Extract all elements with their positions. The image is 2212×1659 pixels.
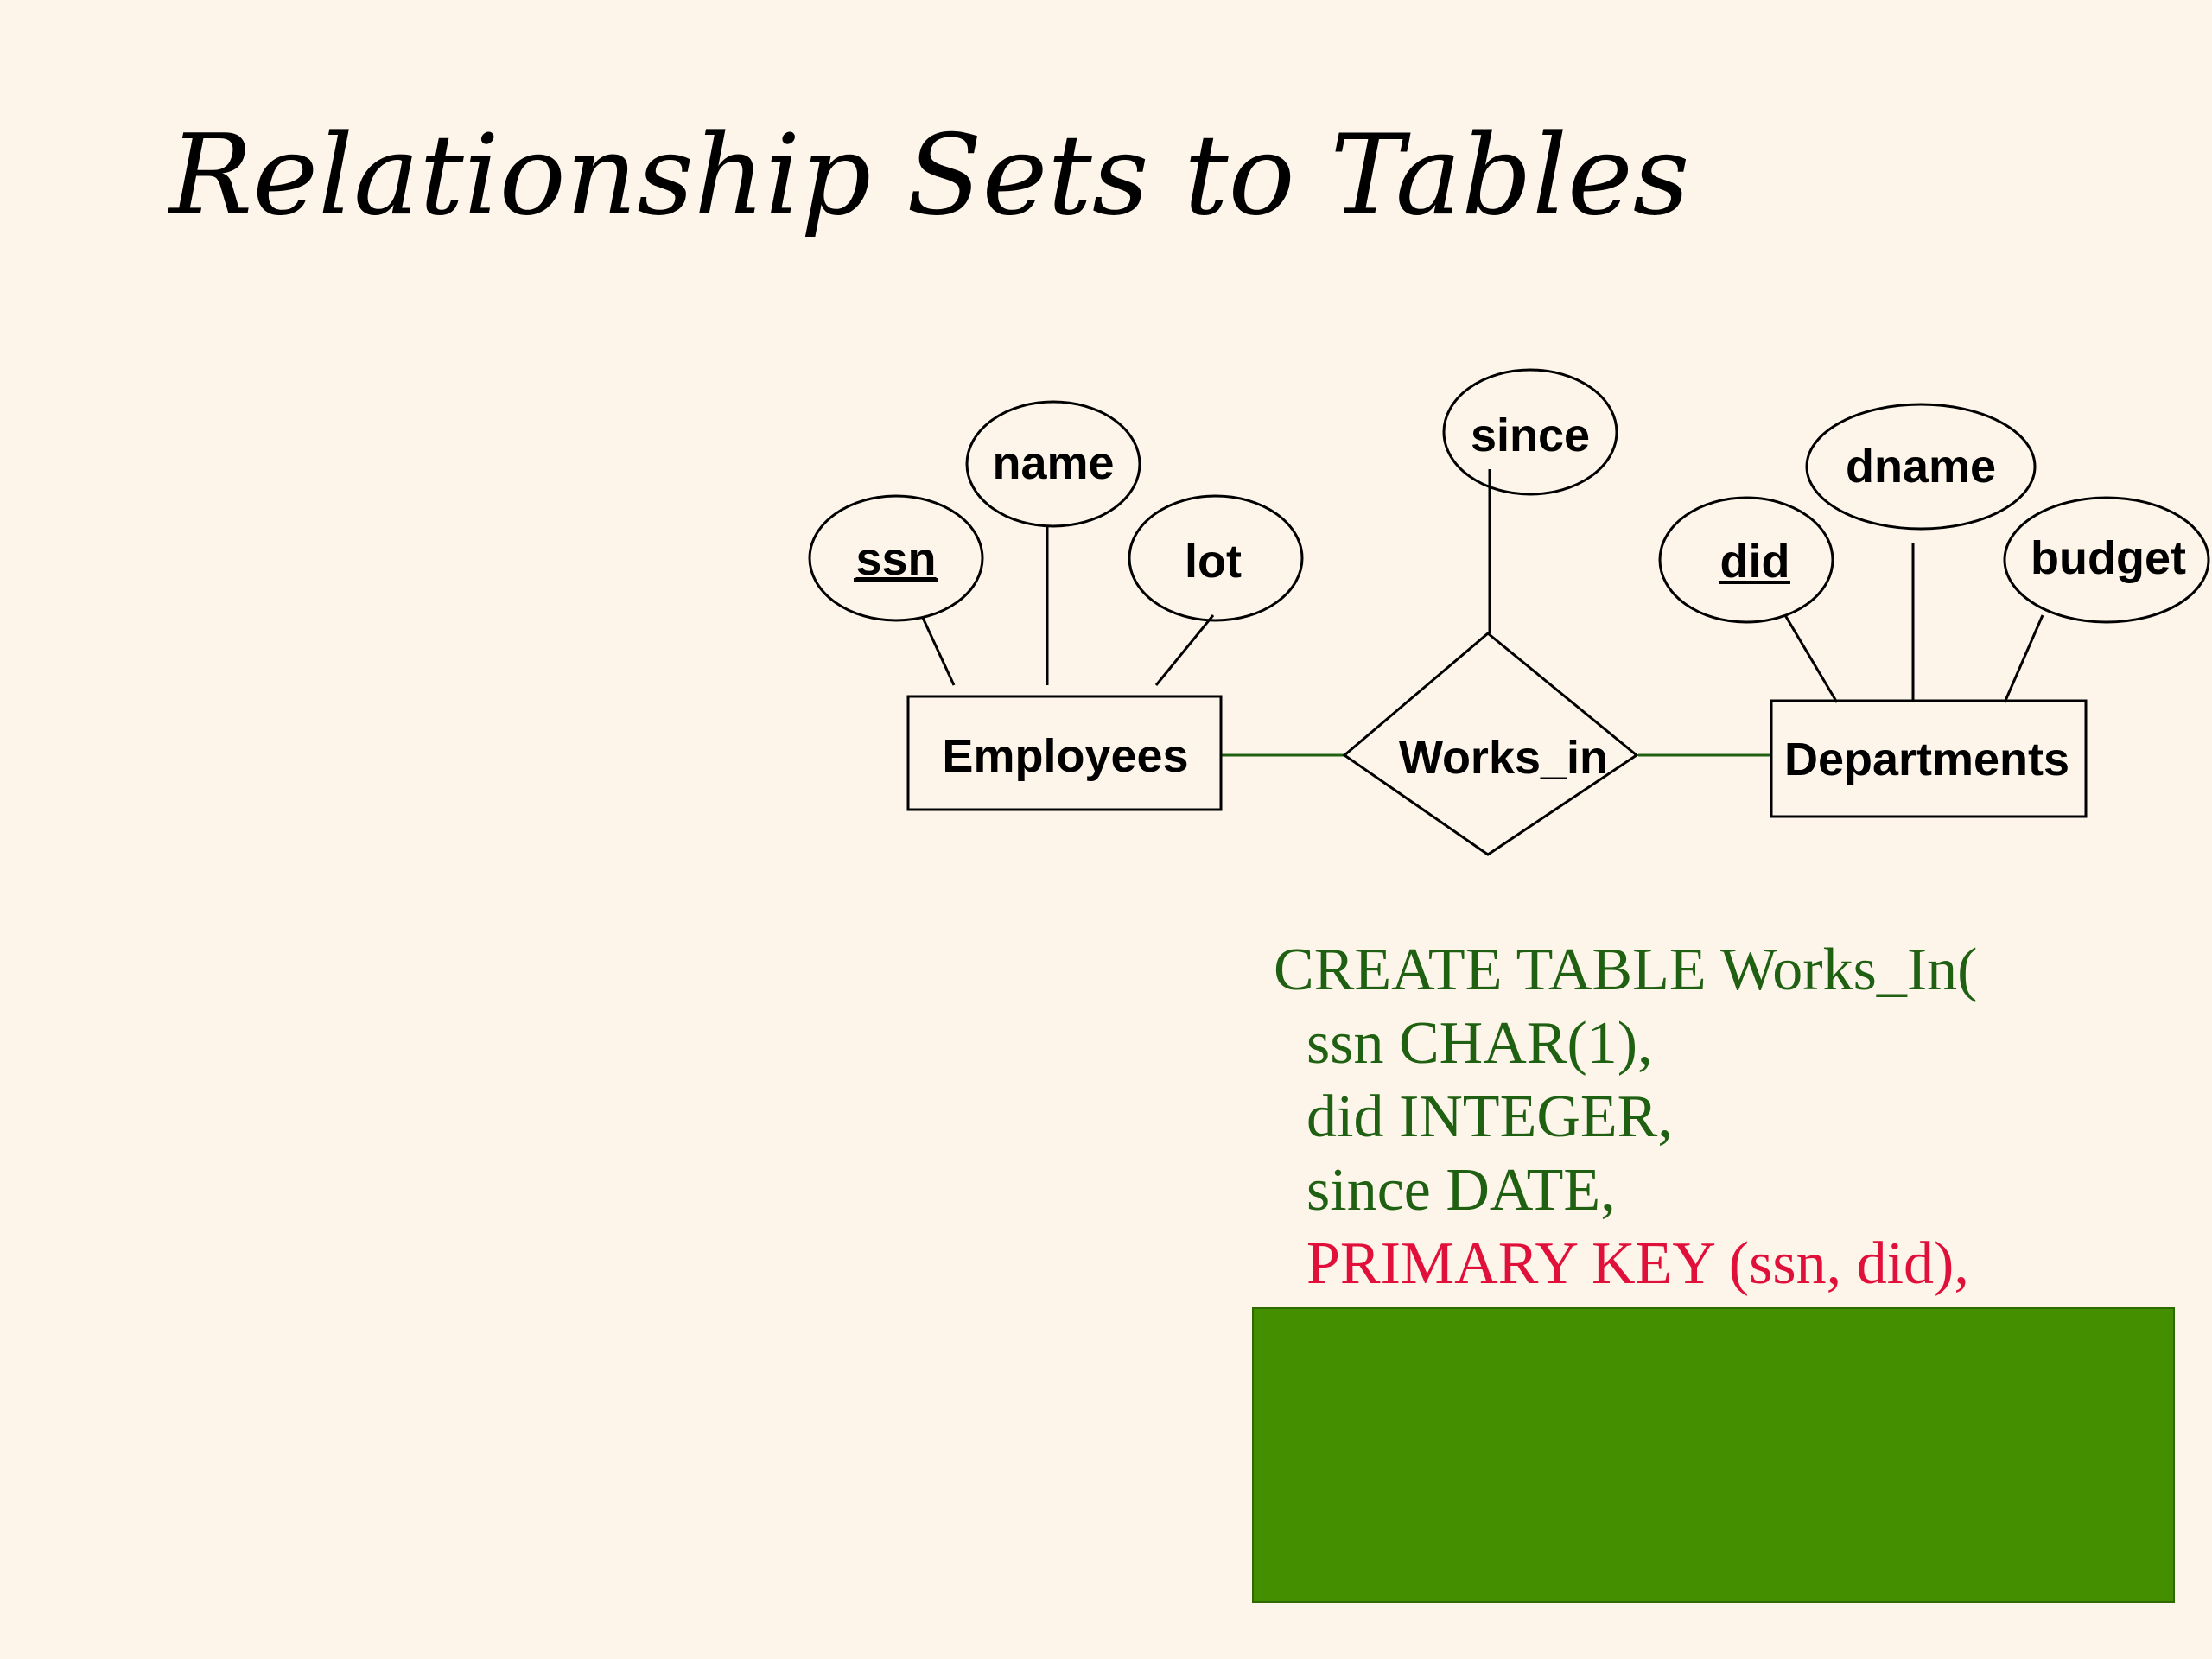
employees-entity-box: [906, 695, 1223, 811]
sql-code-block: CREATE TABLE Works_In( ssn CHAR(1), did …: [1274, 933, 1977, 1300]
slide-title: Relationship Sets to Tables: [169, 111, 1690, 240]
since-label: since: [1471, 410, 1590, 461]
sql-since-line: since DATE,: [1306, 1157, 1616, 1224]
did-connector: [1783, 614, 1839, 703]
budget-connector: [2003, 614, 2044, 703]
dname-label: dname: [1846, 441, 1996, 493]
departments-label: Departments: [1784, 734, 2069, 785]
sql-create-line: CREATE TABLE Works_In(: [1274, 937, 1978, 1003]
name-label: name: [992, 437, 1114, 489]
lot-label: lot: [1185, 536, 1242, 588]
works-in-label: Works_in: [1399, 732, 1608, 784]
sql-did-line: did INTEGER,: [1306, 1084, 1673, 1150]
budget-attribute: [2003, 496, 2210, 624]
ssn-label: ssn: [855, 533, 936, 585]
ssn-connector: [921, 617, 956, 686]
ssn-attribute: [808, 494, 984, 622]
did-attribute: [1658, 496, 1834, 624]
dname-attribute: [1805, 403, 2037, 531]
name-attribute: [965, 400, 1141, 528]
sql-ssn-line: ssn CHAR(1),: [1306, 1010, 1653, 1077]
employees-label: Employees: [942, 730, 1188, 782]
sql-primary-key-line: PRIMARY KEY (ssn, did),: [1306, 1230, 1969, 1297]
green-cover-box: [1252, 1307, 2175, 1603]
lot-connector: [1154, 614, 1215, 686]
budget-label: budget: [2031, 532, 2186, 584]
did-label: did: [1720, 536, 1790, 588]
works-in-relationship-diamond: [1342, 632, 1639, 856]
departments-entity-box: [1770, 699, 2088, 818]
lot-attribute: [1128, 494, 1304, 622]
since-attribute: [1442, 368, 1618, 496]
